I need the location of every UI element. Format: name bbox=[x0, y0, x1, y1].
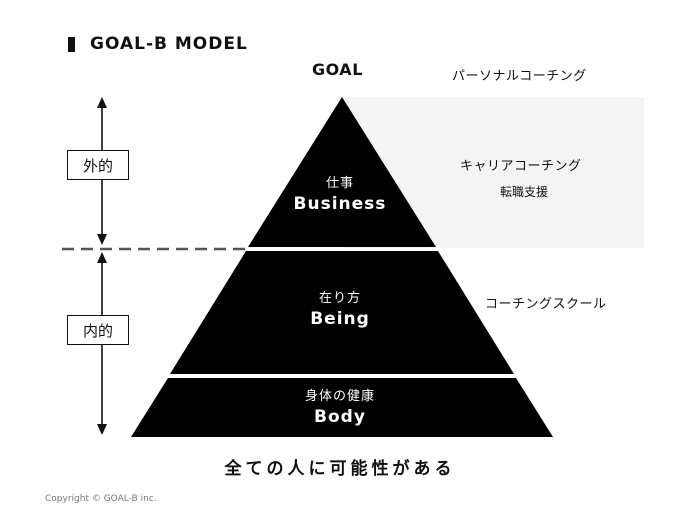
service-career-coaching: キャリアコーチング bbox=[460, 159, 582, 174]
service-personal-coaching: パーソナルコーチング bbox=[452, 69, 587, 84]
copyright-text: Copyright © GOAL-B inc. bbox=[45, 494, 157, 504]
tier-label-body: 身体の健康 Body bbox=[240, 385, 440, 427]
title-text: GOAL-B MODEL bbox=[90, 34, 248, 54]
model-title: GOAL-B MODEL bbox=[68, 34, 248, 54]
tier-jp-label: 仕事 bbox=[325, 176, 354, 191]
tier-en-label: Business bbox=[293, 194, 387, 214]
outer-arrow-down-head bbox=[97, 234, 107, 245]
pyramid-tier-body bbox=[131, 378, 553, 437]
tier-en-label: Being bbox=[310, 309, 370, 329]
pyramid-tier-business bbox=[248, 97, 436, 247]
tier-label-being: 在り方 Being bbox=[240, 287, 440, 329]
service-coaching-school: コーチングスクール bbox=[485, 297, 607, 312]
inner-arrow-down-head bbox=[97, 424, 107, 435]
inner-arrow-up-head bbox=[97, 252, 107, 263]
pyramid-tier-being bbox=[170, 251, 514, 374]
goal-label: GOAL bbox=[312, 60, 363, 79]
tier-jp-label: 身体の健康 bbox=[304, 389, 375, 404]
tier-en-label: Body bbox=[314, 407, 366, 427]
service-career-sub: 転職支援 bbox=[500, 185, 549, 199]
title-bar-marker bbox=[68, 36, 75, 52]
tier-jp-label: 在り方 bbox=[318, 291, 361, 306]
inner-label-box: 内的 bbox=[67, 315, 129, 345]
outer-arrow-up-head bbox=[97, 97, 107, 108]
tier-label-business: 仕事 Business bbox=[240, 172, 440, 214]
tagline: 全ての人に可能性がある bbox=[224, 459, 456, 479]
outer-label-box: 外的 bbox=[67, 150, 129, 180]
